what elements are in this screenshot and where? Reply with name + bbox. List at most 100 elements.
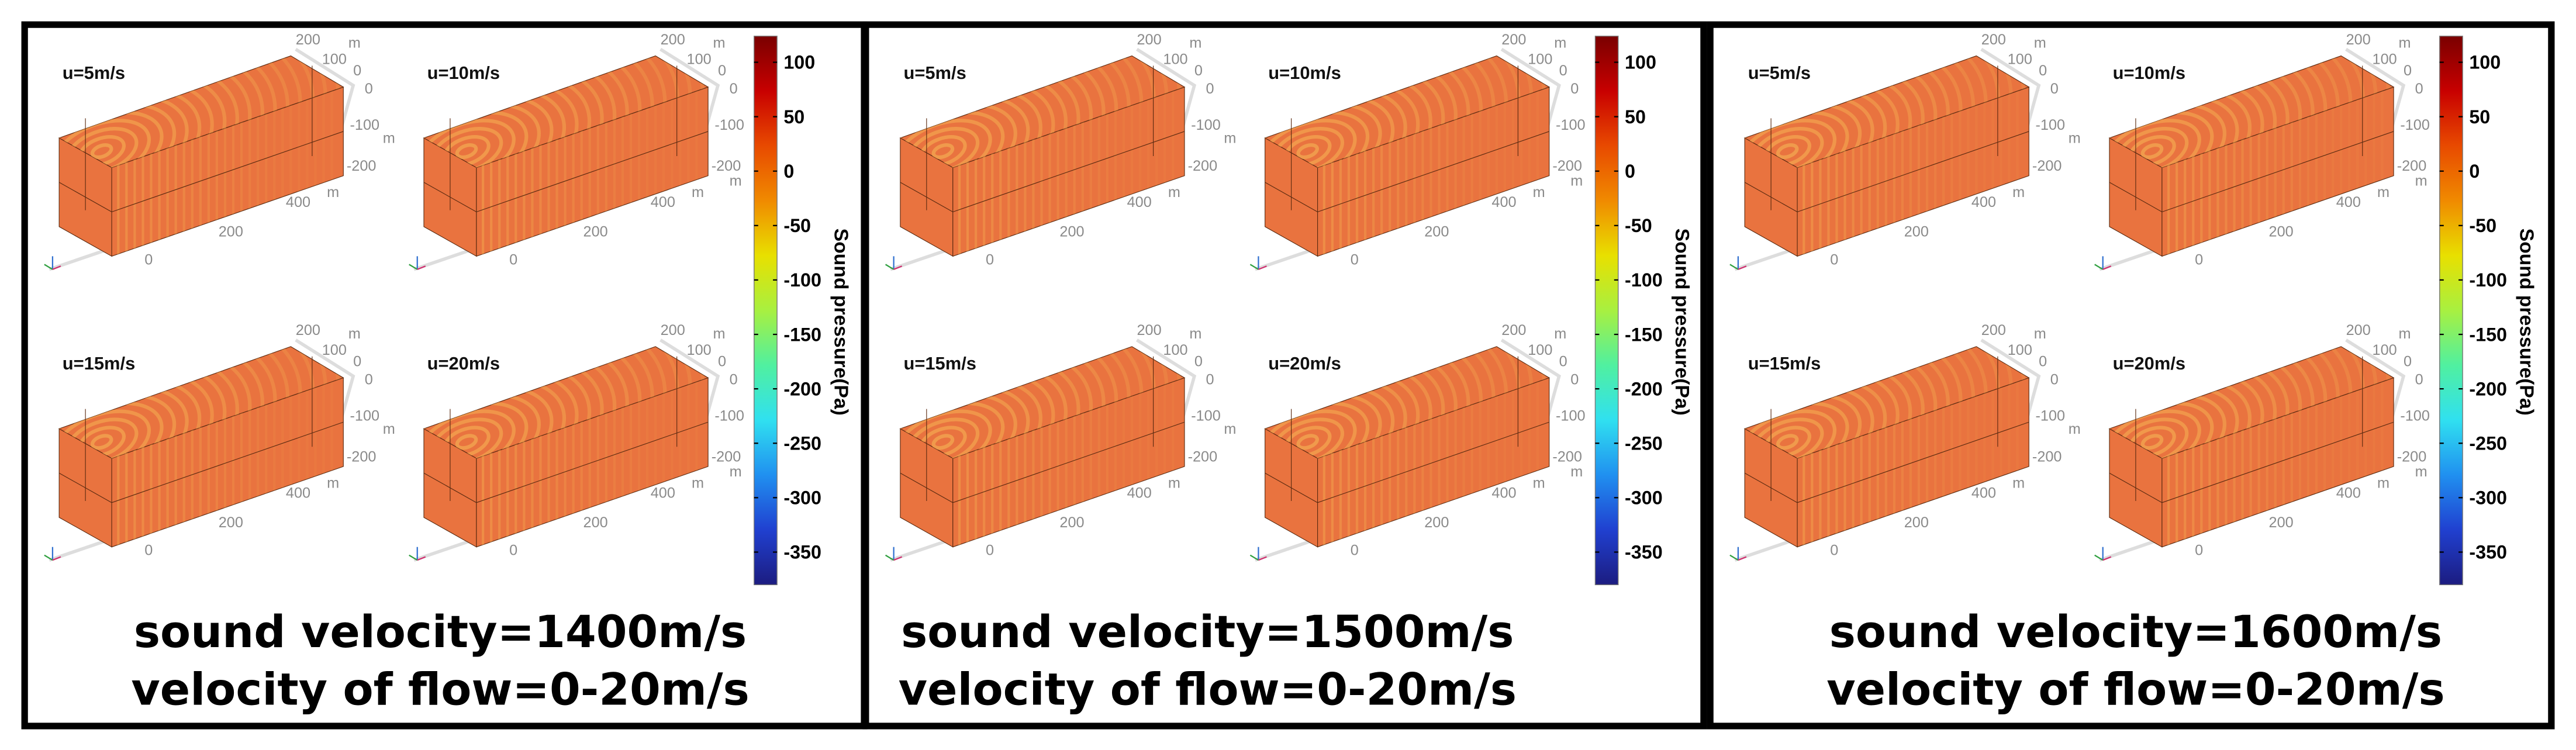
- axis-tick-label: 200: [583, 514, 608, 531]
- axis-tick-label: 200: [1904, 514, 1929, 531]
- axis-tick-label: m: [2069, 421, 2081, 437]
- axis-tick-label: m: [1189, 34, 1201, 51]
- axis-tick-label: 400: [2336, 485, 2361, 501]
- axis-tick-label: 200: [1501, 322, 1526, 338]
- axis-tick-label: 0: [2404, 354, 2412, 370]
- colorbar-tick-label: -200: [1625, 378, 1663, 399]
- axis-tick-label: 200: [661, 322, 685, 338]
- axis-triad-icon: [2094, 547, 2112, 561]
- axis-tick-label: 400: [1971, 194, 1996, 210]
- axis-tick-label: 0: [2050, 372, 2059, 388]
- wave-ring: [90, 143, 113, 160]
- axis-tick-label: -100: [350, 407, 380, 424]
- axis-tick-label: 0: [365, 372, 373, 388]
- wave-ring: [1745, 56, 2001, 168]
- colorbar-gradient: [1594, 36, 1619, 586]
- axis-triad-icon: [1249, 547, 1267, 561]
- panel-caption: sound velocity=1600m/s: [1829, 606, 2442, 658]
- colorbar-tick-label: 100: [2469, 52, 2501, 73]
- axis-tick-label: 0: [2039, 354, 2047, 370]
- axis-tick-label: -100: [1556, 117, 1586, 133]
- colorbar-tick-label: 0: [2469, 161, 2480, 182]
- axis-tick-label: 0: [730, 81, 738, 97]
- axis-tick-label: m: [2377, 184, 2389, 201]
- axis-tick-label: 100: [687, 51, 712, 68]
- axis-tick-label: 0: [1830, 251, 1838, 268]
- wave-ring: [931, 143, 955, 160]
- wave-pattern-side: [1802, 87, 2019, 257]
- axis-tick-label: m: [1533, 184, 1545, 201]
- colorbar-tick-label: 0: [783, 161, 794, 182]
- wave-ring: [59, 56, 315, 168]
- colorbar-tick-label: -350: [1625, 542, 1663, 563]
- colorbar-gradient: [754, 36, 778, 586]
- colorbar-tick-label: -250: [1625, 433, 1663, 454]
- axis-triad-icon: [409, 547, 426, 561]
- axis-tick-label: 0: [365, 81, 373, 97]
- axis-tick-label: -200: [712, 158, 741, 174]
- wave-ring: [1745, 56, 1988, 168]
- colorbar-gradient: [2439, 36, 2463, 586]
- axis-tick-label: m: [2399, 326, 2411, 342]
- axis-tick-label: 200: [583, 224, 608, 240]
- axis-tick-label: 400: [2336, 194, 2361, 210]
- axis-tick-label: -100: [714, 117, 744, 133]
- wave-pattern-side: [117, 378, 333, 547]
- axis-tick-label: 400: [286, 194, 310, 210]
- colorbar-tick-label: -50: [783, 215, 811, 236]
- wave-ring: [2109, 56, 2340, 168]
- colorbar-tick-label: -200: [2469, 378, 2507, 399]
- axis-tick-label: m: [1224, 421, 1236, 437]
- axis-tick-label: -200: [347, 449, 377, 465]
- wave-ring: [423, 56, 679, 168]
- axis-tick-label: 400: [651, 485, 675, 501]
- axis-triad-icon: [885, 256, 903, 270]
- wave-ring: [2109, 56, 2353, 168]
- axis-tick-label: 200: [1501, 32, 1526, 48]
- axis-tick-label: m: [2012, 475, 2025, 492]
- wave-ring: [1745, 346, 1988, 458]
- axis-tick-label: 0: [144, 542, 153, 559]
- axis-tick-label: 0: [1194, 354, 1203, 370]
- wave-ring: [900, 56, 1144, 168]
- axis-tick-label: 0: [718, 354, 726, 370]
- box-top-face: [899, 346, 1186, 459]
- wave-ring: [1776, 434, 1799, 450]
- axis-tick-label: m: [713, 34, 726, 51]
- colorbar-tick-label: -100: [783, 269, 821, 291]
- axis-tick-label: 200: [219, 224, 243, 240]
- colorbar-tick-label: -200: [783, 378, 821, 399]
- wave-ring: [900, 346, 1156, 458]
- box-top-face: [423, 55, 709, 168]
- grid-line: [1797, 421, 2029, 503]
- wave-ring: [423, 346, 654, 458]
- axis-tick-label: 400: [651, 194, 675, 210]
- grid-line: [952, 421, 1185, 503]
- axis-tick-label: 0: [509, 542, 517, 559]
- wave-ring: [59, 346, 302, 458]
- wave-ring: [59, 56, 290, 168]
- panel-caption: sound velocity=1400m/s: [134, 606, 747, 658]
- axis-tick-label: m: [713, 326, 726, 342]
- axis-tick-label: m: [1554, 34, 1566, 51]
- axis-tick-label: m: [1224, 130, 1236, 146]
- colorbar-tick-label: -350: [783, 542, 821, 563]
- grid-line: [1797, 131, 2029, 213]
- axis-triad-icon: [2094, 256, 2112, 270]
- wave-ring: [2109, 56, 2365, 168]
- axis-tick-label: 100: [1528, 342, 1552, 358]
- axis-tick-label: -200: [2032, 449, 2062, 465]
- axis-tick-label: -200: [1188, 158, 1218, 174]
- colorbar-tick-label: 50: [2469, 106, 2490, 127]
- box-top-face: [1264, 55, 1551, 168]
- wave-ring: [1265, 346, 1496, 458]
- panel-caption: sound velocity=1500m/s: [901, 606, 1514, 658]
- axis-tick-label: m: [1570, 464, 1583, 480]
- axis-tick-label: 100: [1528, 51, 1552, 68]
- axis-tick-label: 0: [1206, 372, 1214, 388]
